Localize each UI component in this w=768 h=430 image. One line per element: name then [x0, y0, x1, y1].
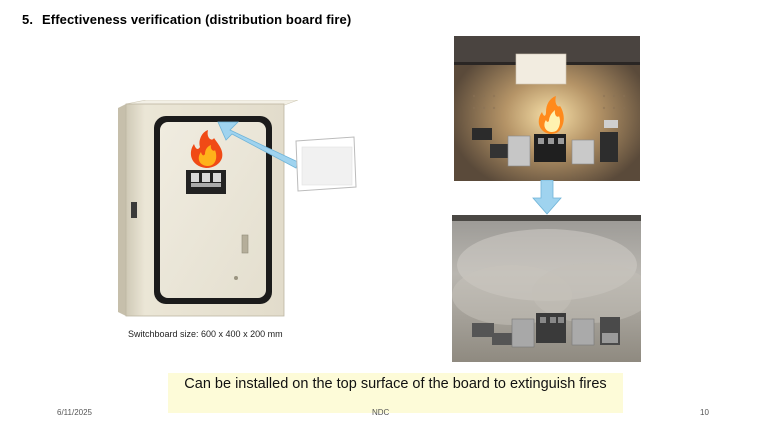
highlight-box	[168, 373, 623, 413]
door-window	[160, 122, 266, 298]
photo-fire-after	[452, 215, 641, 362]
footer-center: NDC	[372, 408, 390, 417]
footer-page-number: 10	[700, 408, 709, 417]
terminal-strip	[191, 183, 221, 187]
terminal-slot	[202, 173, 210, 182]
slide-title-number: 5.	[22, 12, 34, 27]
arrow-pointer-icon	[217, 121, 299, 169]
hinge	[131, 202, 137, 218]
door-latch	[241, 234, 249, 254]
screw	[234, 276, 238, 280]
photo-fire-before	[454, 36, 640, 181]
flame-icon	[190, 130, 223, 168]
slide-title-text: Effectiveness verification (distribution…	[42, 12, 352, 27]
highlight-text: Can be installed on the top surface of t…	[184, 376, 607, 392]
switchboard-size-caption: Switchboard size: 600 x 400 x 200 mm	[128, 329, 283, 339]
terminal-slot	[213, 173, 221, 182]
terminal-slot	[191, 173, 199, 182]
photo-fire-after-svg	[452, 215, 641, 362]
extinguisher-device-icon	[295, 136, 357, 192]
slide-title: 5. Effectiveness verification (distributi…	[22, 12, 351, 27]
photo-fire-before-svg	[454, 36, 640, 181]
arrow-down-icon	[532, 180, 562, 215]
footer-date: 6/11/2025	[57, 408, 92, 417]
distribution-board-illustration	[118, 99, 303, 318]
cabinet-side-face	[118, 104, 126, 316]
cabinet-svg	[118, 99, 299, 317]
